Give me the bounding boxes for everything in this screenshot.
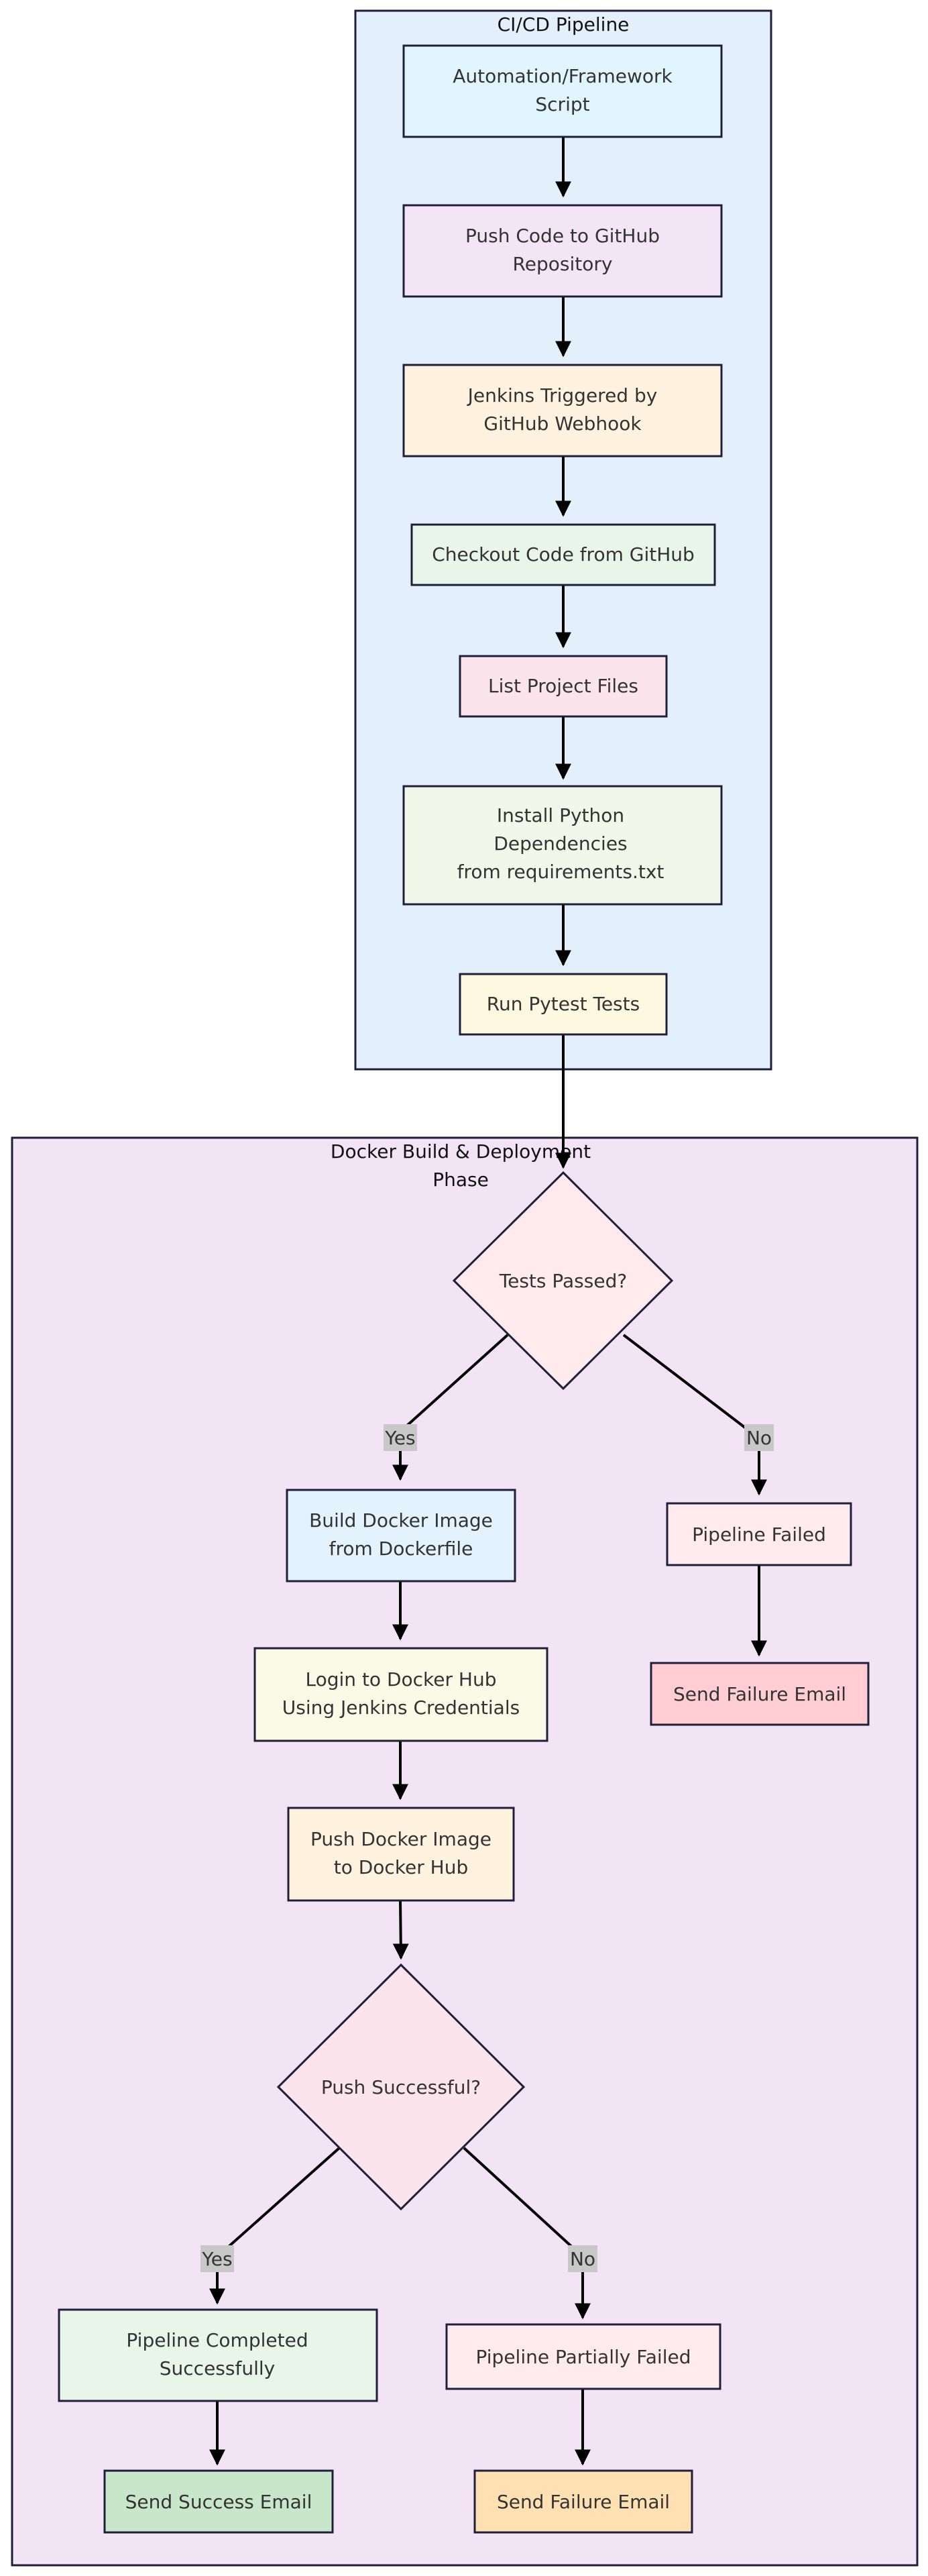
edge-label-bg [384,1424,417,1451]
node-box [58,2308,378,2402]
node-run-pytest: Run Pytest Tests [459,973,668,1036]
node-pipeline-failed: Pipeline Failed [666,1502,852,1566]
cluster-docker-title-line-2: Phase [432,1169,489,1191]
node-send-failure-email-1: Send Failure Email [650,1662,870,1726]
node-label-line: GitHub Webhook [483,413,642,435]
node-label-line: List Project Files [488,675,638,697]
edge-label-text: Yes [201,2248,232,2270]
node-box [445,2323,721,2390]
node-build-docker-image: Build Docker Image from Dockerfile [286,1489,516,1582]
node-box [666,1502,852,1566]
node-box [253,1647,548,1742]
node-label-line: Login to Docker Hub [306,1668,497,1690]
node-label-line: Send Failure Email [673,1683,846,1705]
edge-label-text: Yes [384,1427,415,1449]
node-label-line: Run Pytest Tests [487,993,640,1015]
node-push-successful-decision: Push Successful? [276,1963,526,2211]
node-box [410,523,716,586]
node-box [402,785,723,906]
node-tests-passed-decision: Tests Passed? [452,1171,674,1391]
node-send-success-email: Send Success Email [103,2469,334,2534]
node-label-line: Send Failure Email [497,2491,670,2513]
node-box [103,2469,334,2534]
node-box [286,1489,516,1582]
node-label-line: Install Python [497,804,624,826]
node-box [402,204,723,298]
node-pipeline-partially-failed: Pipeline Partially Failed [445,2323,721,2390]
edge-label-bg [568,2245,597,2272]
node-box [650,1662,870,1726]
node-label-line: from requirements.txt [457,861,664,883]
node-label-line: Jenkins Triggered by [467,384,658,407]
node-pipeline-completed: Pipeline Completed Successfully [58,2308,378,2402]
node-label-line: Dependencies [494,833,627,855]
node-push-docker-image: Push Docker Image to Docker Hub [287,1807,515,1902]
node-box [402,44,723,138]
node-install-dependencies: Install Python Dependencies from require… [402,785,723,906]
node-box [473,2469,693,2534]
node-label-line: Pipeline Completed [126,2329,308,2351]
node-label-line: Push Successful? [321,2076,481,2098]
node-label-line: Push Docker Image [310,1828,491,1850]
edge-label-tests-no: No [744,1424,774,1451]
node-push-code: Push Code to GitHub Repository [402,204,723,298]
node-label-line: Pipeline Failed [692,1523,826,1546]
node-login-docker-hub: Login to Docker Hub Using Jenkins Creden… [253,1647,548,1742]
cluster-docker-title-line-1: Docker Build & Deployment [331,1140,591,1163]
edge-label-tests-yes: Yes [384,1424,417,1451]
node-label-line: Send Success Email [125,2491,312,2513]
node-box [287,1807,515,1902]
decision-diamond [276,1963,526,2211]
edge-push-image-to-decision [392,1900,409,1960]
node-list-project-files: List Project Files [459,655,668,718]
node-label-line: Push Code to GitHub [465,225,660,247]
node-checkout-code: Checkout Code from GitHub [410,523,716,586]
node-label-line: Checkout Code from GitHub [432,543,695,566]
node-send-failure-email-2: Send Failure Email [473,2469,693,2534]
edge-label-push-yes: Yes [200,2245,234,2272]
node-label-line: to Docker Hub [334,1856,469,1878]
node-automation-script: Automation/Framework Script [402,44,723,138]
node-jenkins-triggered: Jenkins Triggered by GitHub Webhook [402,364,723,458]
node-box [402,364,723,458]
node-label-line: Using Jenkins Credentials [282,1697,520,1719]
edge-label-text: No [746,1427,772,1449]
node-label-line: Tests Passed? [499,1270,627,1292]
edge-label-bg [744,1424,774,1451]
edge-label-text: No [570,2248,595,2270]
node-box [459,655,668,718]
edge-label-push-no: No [568,2245,597,2272]
node-box [459,973,668,1036]
node-label-line: from Dockerfile [329,1538,473,1560]
node-label-line: Script [535,93,589,115]
edge-label-bg [200,2245,234,2272]
node-label-line: Build Docker Image [309,1509,493,1532]
node-label-line: Automation/Framework [453,65,673,87]
node-label-line: Repository [513,253,613,275]
node-label-line: Successfully [160,2357,275,2379]
decision-diamond [452,1171,674,1391]
node-label-line: Pipeline Partially Failed [476,2346,691,2368]
cluster-cicd-title: CI/CD Pipeline [498,13,630,36]
